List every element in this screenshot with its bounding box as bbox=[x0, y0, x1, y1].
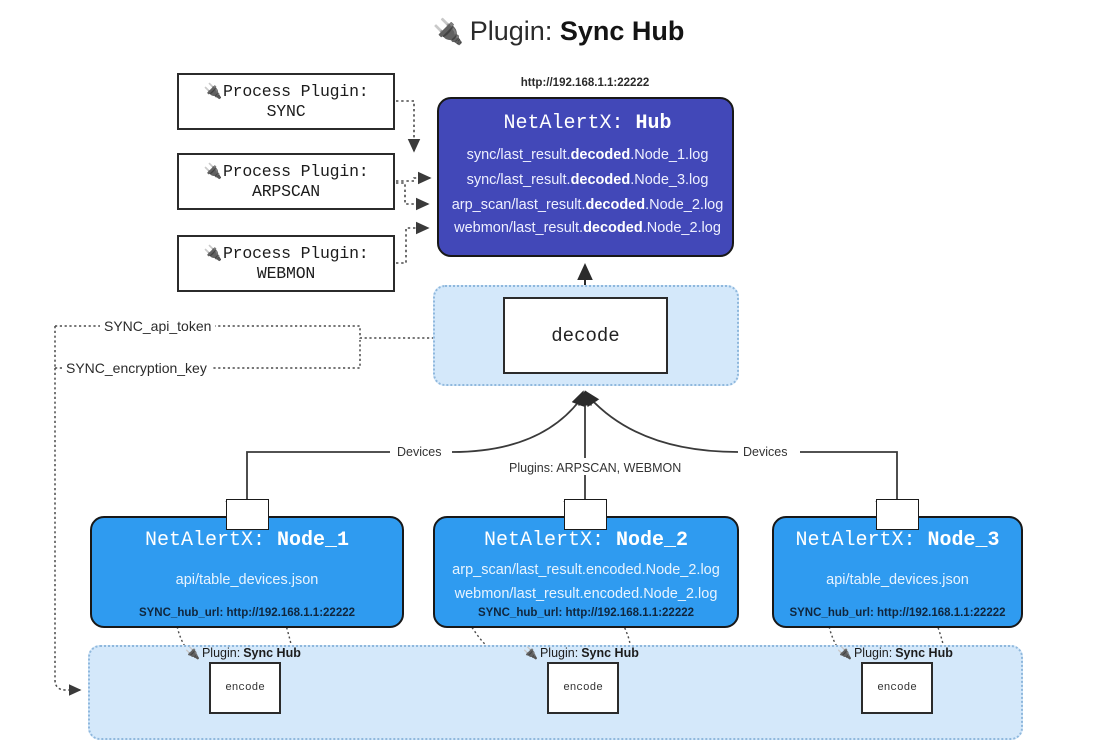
hub-title: NetAlertX: Hub bbox=[439, 112, 736, 135]
encoder-caption-3: 🔌Plugin:Sync Hub bbox=[837, 646, 953, 660]
process-plugin-heading: 🔌Process Plugin: bbox=[203, 162, 369, 181]
node-hub-url: SYNC_hub_url: http://192.168.1.1:22222 bbox=[138, 607, 356, 619]
process-plugin-heading: 🔌Process Plugin: bbox=[203, 82, 369, 101]
hub-log-row: arp_scan/last_result.decoded.Node_2.log bbox=[451, 197, 724, 213]
envelope-icon bbox=[226, 499, 269, 530]
encoder-caption-2: 🔌Plugin:Sync Hub bbox=[523, 646, 639, 660]
node-name: Node_1 bbox=[277, 529, 350, 552]
encode-box-1[interactable]: encode bbox=[209, 662, 281, 714]
plug-icon: 🔌 bbox=[837, 646, 852, 660]
page-title: 🔌Plugin: Sync Hub bbox=[0, 16, 1117, 47]
node-title: NetAlertX: Node_2 bbox=[435, 529, 737, 552]
process-plugin-box-sync[interactable]: 🔌Process Plugin: SYNC bbox=[177, 73, 395, 130]
node-hub-url: SYNC_hub_url: http://192.168.1.1:22222 bbox=[789, 607, 1006, 619]
hub-name: Hub bbox=[635, 112, 672, 135]
plug-icon: 🔌 bbox=[185, 646, 200, 660]
process-plugin-heading: 🔌Process Plugin: bbox=[203, 244, 369, 263]
node-title: NetAlertX: Node_3 bbox=[774, 529, 1021, 552]
node-app-name: NetAlertX: bbox=[483, 529, 604, 552]
plugins-label-center: Plugins: ARPSCAN, WEBMON bbox=[505, 461, 686, 475]
hub-log-row: webmon/last_result.decoded.Node_2.log bbox=[454, 220, 721, 236]
envelope-icon bbox=[876, 499, 919, 530]
process-plugin-name: WEBMON bbox=[256, 264, 316, 283]
hub-url-label: http://192.168.1.1:22222 bbox=[520, 77, 650, 89]
node-log-line: api/table_devices.json bbox=[175, 572, 319, 588]
devices-label-left: Devices bbox=[393, 445, 446, 459]
sync-api-token-label: SYNC_api_token bbox=[100, 318, 216, 334]
sync-encryption-key-label: SYNC_encryption_key bbox=[62, 360, 211, 376]
node-app-name: NetAlertX: bbox=[144, 529, 265, 552]
title-name: Sync Hub bbox=[559, 16, 685, 46]
process-plugin-name: ARPSCAN bbox=[252, 182, 320, 201]
process-plugin-box-arpscan[interactable]: 🔌Process Plugin: ARPSCAN bbox=[177, 153, 395, 210]
node-name: Node_3 bbox=[927, 529, 1000, 552]
hub-log-row: sync/last_result.decoded.Node_1.log bbox=[466, 147, 709, 163]
node-log-line: api/table_devices.json bbox=[826, 572, 969, 588]
node-card-2[interactable]: NetAlertX: Node_2 arp_scan/last_result.e… bbox=[433, 516, 739, 628]
hub-card[interactable]: NetAlertX: Hub sync/last_result.decoded.… bbox=[437, 97, 734, 257]
hub-log-row: sync/last_result.decoded.Node_3.log bbox=[466, 172, 709, 188]
node-card-3[interactable]: NetAlertX: Node_3 api/table_devices.json… bbox=[772, 516, 1023, 628]
plug-icon: 🔌 bbox=[203, 246, 222, 263]
node-title: NetAlertX: Node_1 bbox=[92, 529, 402, 552]
title-prefix: Plugin: bbox=[469, 16, 553, 46]
process-plugin-box-webmon[interactable]: 🔌Process Plugin: WEBMON bbox=[177, 235, 395, 292]
devices-label-right: Devices bbox=[739, 445, 792, 459]
node-log-line: webmon/last_result.encoded.Node_2.log bbox=[454, 586, 718, 602]
plug-icon: 🔌 bbox=[523, 646, 538, 660]
decode-box[interactable]: decode bbox=[503, 297, 668, 374]
node-name: Node_2 bbox=[616, 529, 689, 552]
plug-icon: 🔌 bbox=[203, 164, 222, 181]
encode-box-3[interactable]: encode bbox=[861, 662, 933, 714]
envelope-icon bbox=[564, 499, 607, 530]
hub-app-name: NetAlertX: bbox=[503, 112, 624, 135]
node-log-line: arp_scan/last_result.encoded.Node_2.log bbox=[452, 562, 720, 578]
encode-box-2[interactable]: encode bbox=[547, 662, 619, 714]
node-app-name: NetAlertX: bbox=[795, 529, 916, 552]
encoder-caption-1: 🔌Plugin:Sync Hub bbox=[185, 646, 301, 660]
plug-icon: 🔌 bbox=[203, 84, 222, 101]
plug-icon: 🔌 bbox=[432, 18, 464, 46]
process-plugin-name: SYNC bbox=[266, 102, 306, 121]
node-card-1[interactable]: NetAlertX: Node_1 api/table_devices.json… bbox=[90, 516, 404, 628]
node-hub-url: SYNC_hub_url: http://192.168.1.1:22222 bbox=[477, 607, 695, 619]
